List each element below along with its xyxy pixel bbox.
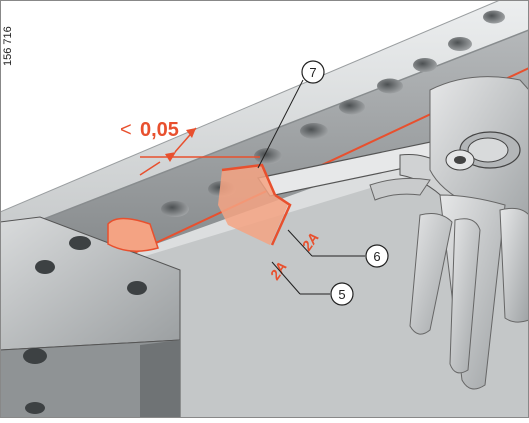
callout-7: 7 — [301, 60, 325, 84]
svg-text:7: 7 — [309, 65, 316, 80]
rail-top-face — [0, 0, 529, 236]
tolerance-symbol: < — [120, 119, 132, 141]
leader-7 — [257, 79, 304, 169]
document-id: 156 716 — [2, 26, 14, 66]
callout-6: 6 — [365, 244, 389, 268]
tolerance-dimension — [139, 127, 260, 176]
tolerance-value: 0,05 — [140, 119, 179, 141]
callout-5: 5 — [330, 282, 354, 306]
carriage-block — [0, 216, 181, 419]
end-seal — [107, 217, 159, 252]
svg-text:5: 5 — [338, 287, 345, 302]
svg-text:6: 6 — [373, 249, 380, 264]
gauge-pivot — [445, 131, 521, 171]
